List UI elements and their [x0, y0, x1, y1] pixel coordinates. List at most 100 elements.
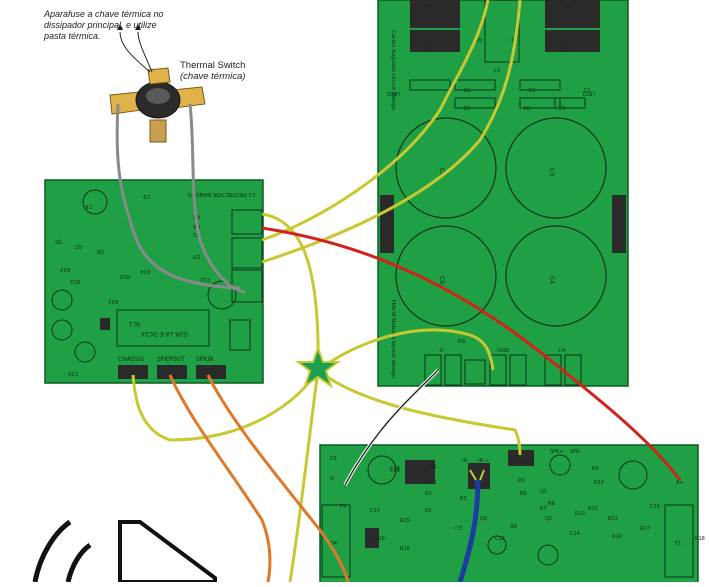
- amp-label: Q3: [480, 516, 487, 522]
- psu-resistor: [454, 97, 496, 109]
- psu-terminal: [444, 354, 462, 386]
- amp-capacitor: [537, 544, 559, 566]
- wire-ground: [131, 369, 320, 442]
- wire-input-blue: [457, 479, 481, 583]
- protection-capacitor: [207, 280, 237, 310]
- amp-label: GND: [510, 458, 522, 464]
- amp-label: Q4: [330, 541, 337, 547]
- protection-part-label: C11: [200, 276, 210, 282]
- thermal-switch-icon: [109, 67, 206, 143]
- psu-label: LED2: [387, 90, 400, 96]
- wire-negative-black: [344, 369, 439, 486]
- psu-resistor: [554, 97, 586, 109]
- note-line: pasta térmica.: [44, 31, 101, 41]
- amp-label: C15: [650, 504, 660, 510]
- psu-cap-label: C4: [548, 276, 555, 284]
- psu-capacitor: [395, 117, 497, 219]
- psu-label: AC: [475, 36, 482, 42]
- psu-side-connector: [380, 195, 394, 253]
- amp-label: R3: [460, 496, 467, 502]
- psu-capacitor: [505, 225, 607, 327]
- wire-positive-red: [261, 226, 682, 481]
- psu-cap-label: C6: [438, 276, 445, 284]
- amp-label: R15: [400, 518, 410, 524]
- protection-part-label: Q5: [55, 238, 62, 244]
- protection-led: [100, 318, 110, 330]
- protection-part-label: R11: [108, 298, 118, 304]
- protection-terminal: [231, 209, 263, 235]
- protection-part-label: C10: [68, 370, 78, 376]
- wire-speaker-orange: [206, 374, 350, 583]
- amp-label: A+: [676, 480, 684, 486]
- amp-label: R9: [510, 524, 517, 530]
- switch-tab-bottom: [149, 119, 167, 143]
- psu-label: D4: [425, 2, 432, 8]
- psu-resistor: [519, 79, 561, 91]
- switch-subtitle: (chave térmica): [180, 71, 246, 82]
- psu-resistor: [519, 97, 561, 109]
- amp-label: R14: [612, 534, 622, 540]
- note-line: dissipador principal, e utilize: [44, 20, 157, 30]
- speaker-body: [118, 520, 217, 584]
- psu-capacitor: [395, 225, 497, 327]
- psu-label: C7: [493, 66, 500, 72]
- thermal-switch-label: Thermal Switch (chave térmica): [180, 60, 245, 82]
- protection-part: [229, 319, 251, 351]
- amp-label: C18: [390, 466, 400, 472]
- annotation-arrow: [119, 31, 151, 73]
- protection-part-label: Q6: [97, 248, 104, 254]
- psu-terminal-label: R5: [458, 339, 466, 345]
- psu-resistor: [454, 79, 496, 91]
- amplifier-board-pcb: [319, 444, 699, 586]
- protection-board: LS PROTECTOR NABUCORL1G2R-1A-E-DC24CHASS…: [44, 179, 264, 384]
- switch-tab-top: [147, 67, 171, 85]
- amp-terminal: [508, 450, 534, 466]
- amp-label: R5: [518, 478, 525, 484]
- amplifier-board: A-A+IN -IN +OUTGNDSPK+SPK-C16C1R1R2R3R4R…: [319, 444, 705, 586]
- wire-ground: [317, 368, 522, 456]
- amp-label: IN -: [462, 458, 471, 464]
- protection-capacitor: [74, 341, 96, 363]
- psu-label: C2: [583, 86, 590, 92]
- diode-d2: [545, 0, 600, 28]
- amp-label: R4: [592, 466, 599, 472]
- psu-label: C1: [558, 104, 565, 110]
- speaker-wave: [65, 542, 92, 583]
- wire-speaker-orange: [168, 374, 272, 583]
- amp-label: R17: [640, 526, 650, 532]
- amp-label: C13: [495, 536, 505, 542]
- psu-label: R4: [523, 104, 530, 110]
- protection-connector: [157, 365, 187, 379]
- amp-label: R16: [400, 546, 410, 552]
- relay-label: RL1: [128, 320, 140, 327]
- protection-connector: [118, 365, 148, 379]
- amp-capacitor: [367, 455, 397, 485]
- psu-side-connector: [612, 195, 626, 253]
- psu-terminal-label: GND: [497, 348, 510, 354]
- psu-capacitor: [505, 117, 607, 219]
- psu-label: D3: [423, 44, 430, 50]
- amp-label: R13: [608, 516, 618, 522]
- psu-label: D2: [563, 2, 570, 8]
- amp-label: IN +: [478, 458, 489, 464]
- amp-label: Q1: [540, 489, 547, 495]
- protection-capacitor: [51, 319, 73, 341]
- protection-part-label: R12: [60, 266, 70, 272]
- protection-title: LS PROTECTOR NABUCO: [187, 191, 255, 197]
- diode-d4: [410, 0, 460, 28]
- amp-label: R12: [594, 480, 604, 486]
- protection-terminal: [231, 237, 263, 269]
- wire-thermal-grey: [115, 103, 241, 290]
- amp-label: C3: [455, 526, 462, 532]
- diode-d1: [545, 30, 600, 52]
- amp-label: R6: [520, 491, 527, 497]
- wire-ground: [317, 328, 495, 372]
- amp-fuse: [664, 504, 694, 578]
- psu-label: LED1: [582, 90, 595, 96]
- connector-label: CHASSIS: [118, 356, 144, 363]
- amp-label: D1: [330, 456, 337, 462]
- psu-label: D1: [563, 44, 570, 50]
- psu-label: R1: [528, 86, 535, 92]
- psu-terminal-label: -V: [438, 348, 444, 354]
